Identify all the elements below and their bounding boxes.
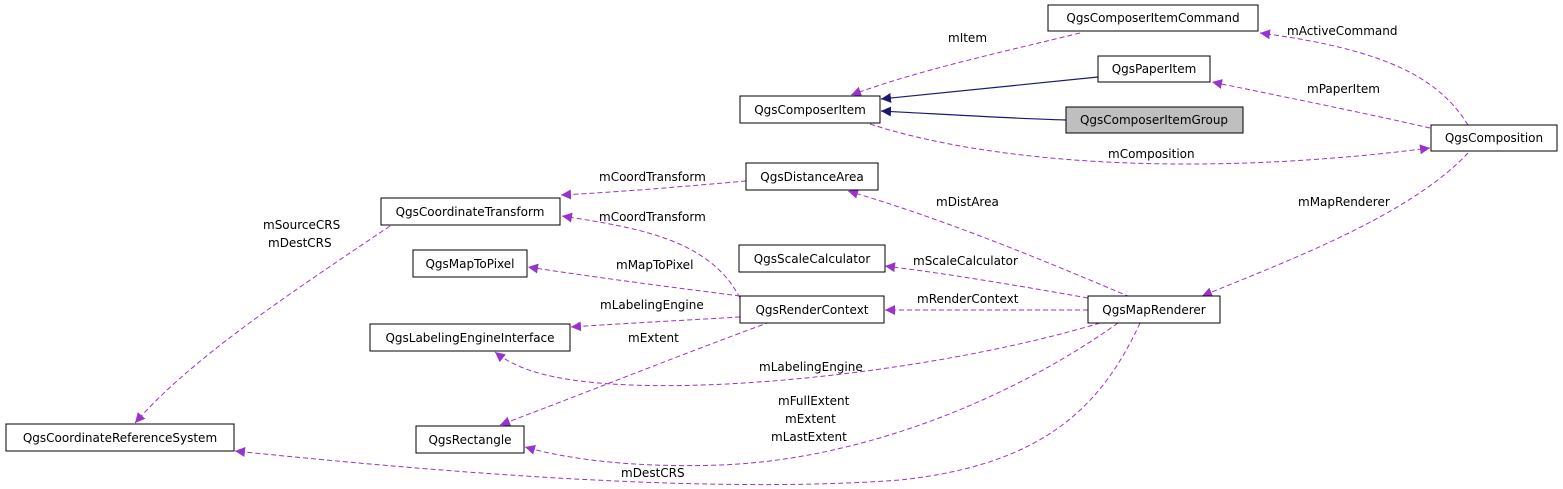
edge-label-mmaptopixel: mMapToPixel [616, 258, 693, 272]
node-label: QgsLabelingEngineInterface [385, 331, 554, 345]
node-label: QgsMapRenderer [1102, 303, 1205, 317]
node-label: QgsComposerItemCommand [1066, 11, 1239, 25]
nodes: QgsComposerItemCommand QgsPaperItem QgsC… [5, 4, 1558, 454]
node-qgscoordinatereferencesystem[interactable]: QgsCoordinateReferenceSystem [5, 423, 235, 452]
edge-label-mfullextent: mFullExtent [778, 394, 850, 408]
node-label: QgsCoordinateTransform [396, 205, 545, 219]
edge-mlabelingengine-mr [494, 322, 1101, 387]
edge-mcoordtransform-da [560, 180, 747, 200]
node-label: QgsRenderContext [755, 303, 868, 317]
node-label: QgsComposition [1445, 131, 1543, 145]
edge-labels: mItem mActiveCommand mPaperItem mComposi… [263, 24, 1397, 480]
node-qgscomposeritem[interactable]: QgsComposerItem [739, 95, 881, 124]
node-qgsscalecalculator[interactable]: QgsScaleCalculator [738, 244, 886, 273]
edge-mmaprenderer [1201, 152, 1469, 297]
edge-mcoordtransform-rc [561, 212, 741, 299]
node-label: QgsComposerItem [754, 103, 866, 117]
edge-group-composeritem [880, 106, 1067, 121]
edge-paperitem-composeritem [880, 76, 1099, 103]
edge-label-mdestcrs-mr: mDestCRS [621, 466, 685, 480]
edge-mextents-mr [524, 322, 1119, 467]
edge-mactivecommand [1259, 29, 1469, 126]
edge-mlabelingengine-rc [570, 316, 741, 332]
node-qgsmaprenderer[interactable]: QgsMapRenderer [1087, 295, 1221, 324]
edge-label-mextent-mr: mExtent [785, 412, 836, 426]
edge-label-mactivecommand: mActiveCommand [1287, 24, 1397, 38]
edge-label-mitem: mItem [948, 31, 987, 45]
edge-label-mlabelingengine-rc: mLabelingEngine [600, 298, 704, 312]
node-qgsrectangle[interactable]: QgsRectangle [415, 425, 525, 454]
node-label: QgsMapToPixel [425, 257, 514, 271]
node-qgscomposeritemgroup[interactable]: QgsComposerItemGroup [1065, 106, 1244, 134]
node-label: QgsDistanceArea [760, 170, 863, 184]
node-label: QgsRectangle [428, 433, 511, 447]
edge-label-mlabelingengine-mr: mLabelingEngine [759, 360, 863, 374]
edge-label-mdistarea: mDistArea [936, 195, 999, 209]
edge-label-mscalecalculator: mScaleCalculator [913, 254, 1018, 268]
node-label: QgsComposerItemGroup [1080, 113, 1228, 127]
node-qgsdistancearea[interactable]: QgsDistanceArea [745, 162, 879, 191]
edge-label-mrendercontext: mRenderContext [917, 292, 1019, 306]
edge-mscalecalculator [884, 262, 1089, 299]
node-qgsmaptopixel[interactable]: QgsMapToPixel [412, 249, 528, 278]
edge-label-mmaprenderer: mMapRenderer [1298, 195, 1390, 209]
node-qgscomposition[interactable]: QgsComposition [1430, 124, 1558, 152]
edge-label-mdestcrs-ct: mDestCRS [268, 236, 332, 250]
edge-mitem [850, 32, 1081, 97]
edge-label-mcomposition: mComposition [1108, 147, 1195, 161]
edges [134, 29, 1469, 486]
node-label: QgsCoordinateReferenceSystem [23, 431, 217, 445]
node-qgsrendercontext[interactable]: QgsRenderContext [739, 295, 885, 324]
node-label: QgsScaleCalculator [754, 252, 871, 266]
node-qgscoordinatetransform[interactable]: QgsCoordinateTransform [380, 197, 561, 226]
edge-label-mcoordtransform-da: mCoordTransform [599, 170, 706, 184]
node-label: QgsPaperItem [1112, 62, 1197, 76]
edge-label-mpaperitem: mPaperItem [1307, 82, 1380, 96]
edge-mmaptopixel [527, 263, 741, 297]
node-qgslabelingengineinterface[interactable]: QgsLabelingEngineInterface [369, 323, 571, 352]
edge-mextent-rc [499, 321, 771, 427]
edge-label-mcoordtransform-rc: mCoordTransform [599, 210, 706, 224]
edge-label-mlastextent: mLastExtent [771, 430, 847, 444]
node-qgspaperitem[interactable]: QgsPaperItem [1097, 55, 1211, 83]
edge-mdistarea [847, 189, 1131, 298]
edge-msourcecrs [134, 225, 391, 424]
edge-mdestcrs-mr [234, 322, 1141, 486]
edge-mpaperitem [1211, 79, 1431, 129]
node-qgscomposeritemcommand[interactable]: QgsComposerItemCommand [1047, 4, 1259, 32]
edge-label-mextent-rc: mExtent [628, 331, 679, 345]
edge-label-msourcecrs: mSourceCRS [263, 218, 340, 232]
